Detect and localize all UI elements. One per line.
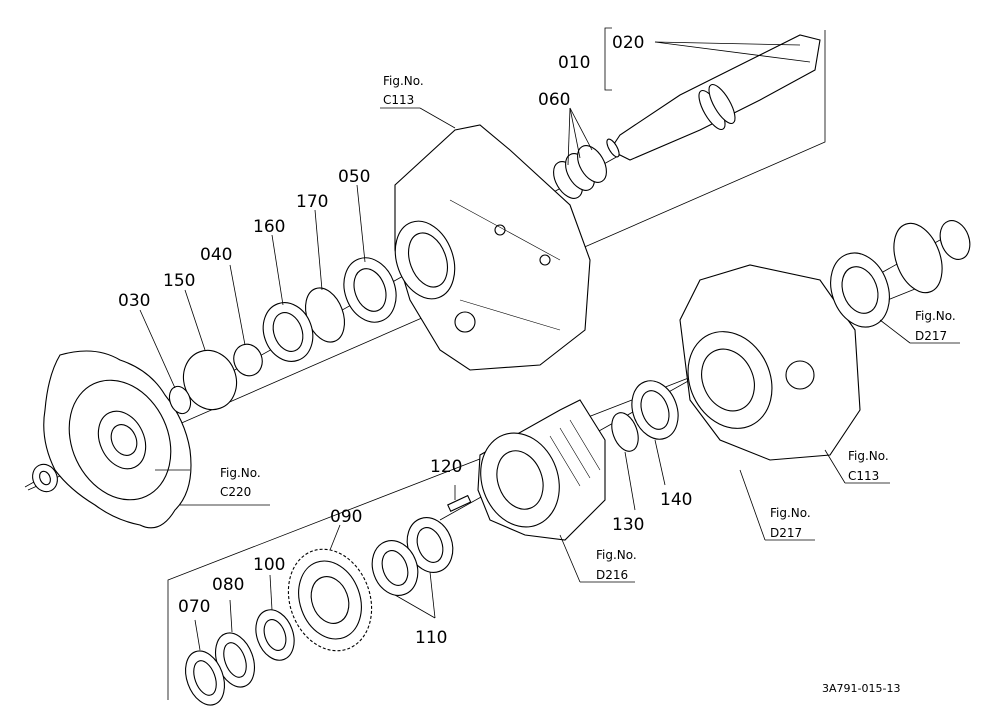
fig-label-c113-top: Fig.No. — [383, 74, 424, 88]
clutch-disc — [32, 350, 192, 529]
key — [447, 494, 472, 513]
callout-130: 130 — [612, 515, 644, 535]
callout-100: 100 — [253, 555, 285, 575]
fig-label-d217-right: Fig.No. — [915, 309, 956, 323]
callout-170: 170 — [296, 192, 328, 212]
figure-references: Fig.No. C113 Fig.No. C220 Fig.No. D217 F… — [220, 74, 956, 582]
right-housing — [679, 220, 971, 461]
thrust-washers — [371, 517, 454, 596]
fig-ref-c220: C220 — [220, 485, 251, 499]
callout-160: 160 — [253, 217, 285, 237]
callout-030: 030 — [118, 291, 150, 311]
callout-140: 140 — [660, 490, 692, 510]
clutch-drum — [477, 399, 606, 541]
callout-020: 020 — [612, 33, 644, 53]
bearings-left — [168, 257, 397, 415]
callout-040: 040 — [200, 245, 232, 265]
callout-090: 090 — [330, 507, 362, 527]
fig-label-c220: Fig.No. — [220, 466, 261, 480]
fig-ref-c113-right: C113 — [848, 469, 879, 483]
callout-120: 120 — [430, 457, 462, 477]
fig-label-c113-right: Fig.No. — [848, 449, 889, 463]
washers-lower — [185, 632, 255, 706]
callout-010: 010 — [558, 53, 590, 73]
callouts: 010 020 060 050 170 160 040 150 030 120 … — [118, 33, 692, 648]
o-rings — [553, 145, 607, 199]
callout-110: 110 — [415, 628, 447, 648]
fig-ref-d217-bottom: D217 — [770, 526, 802, 540]
fig-label-d216: Fig.No. — [596, 548, 637, 562]
needle-bearing — [255, 609, 295, 661]
callout-050: 050 — [338, 167, 370, 187]
fig-ref-d216: D216 — [596, 568, 628, 582]
top-housing — [394, 124, 591, 371]
callout-150: 150 — [163, 271, 195, 291]
shaft — [606, 34, 821, 161]
drawing-code: 3A791-015-13 — [822, 682, 900, 695]
mid-bearings — [611, 380, 679, 452]
fig-ref-c113-top: C113 — [383, 93, 414, 107]
fig-label-d217-bottom: Fig.No. — [770, 506, 811, 520]
callout-080: 080 — [212, 575, 244, 595]
gear — [287, 548, 373, 652]
leader-lines — [139, 27, 960, 651]
fig-ref-d217-right: D217 — [915, 329, 947, 343]
callout-060: 060 — [538, 90, 570, 110]
callout-070: 070 — [178, 597, 210, 617]
